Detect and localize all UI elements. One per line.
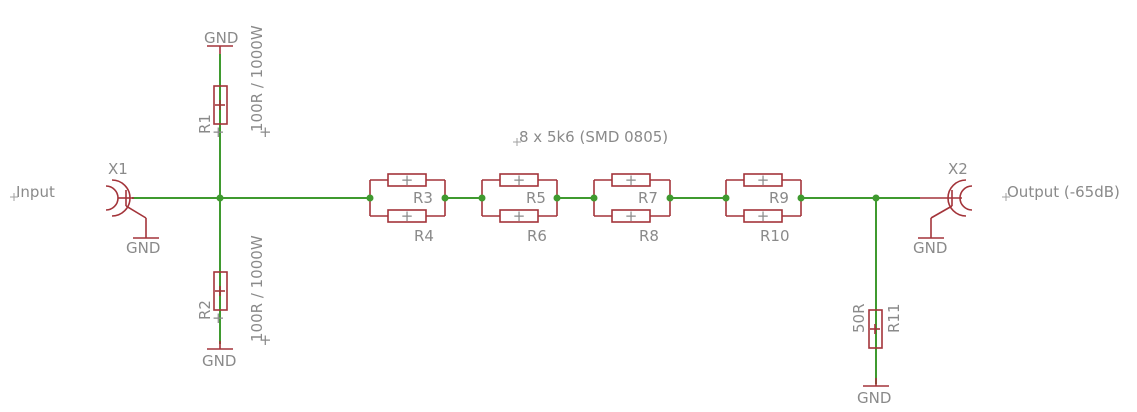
resistor-r2: [213, 271, 228, 311]
r6-ref: R6: [527, 227, 547, 245]
r7-ref: R7: [638, 189, 658, 207]
output-label: Output (-65dB): [1007, 183, 1120, 201]
r5-plus-mark: +: [513, 171, 526, 189]
r2-value-plus-mark: +: [259, 331, 272, 349]
r4-ref: R4: [414, 227, 434, 245]
r2-value: 100R / 1000W: [248, 235, 266, 342]
r3-ref: R3: [413, 189, 433, 207]
r11-value: 50R: [850, 303, 868, 333]
r1-value-plus-mark: +: [259, 123, 272, 141]
r11-ref: R11: [885, 303, 903, 333]
r6-plus-mark: +: [513, 207, 526, 225]
input-label: Input: [16, 183, 55, 201]
connector-x1: [105, 179, 147, 219]
r8-ref: R8: [639, 227, 659, 245]
resistor-r11: [868, 309, 883, 349]
x1-gnd-label: GND: [126, 239, 160, 257]
x2-ref: X2: [948, 160, 968, 178]
r9-ref: R9: [769, 189, 789, 207]
ground-symbols: [133, 45, 944, 387]
r4-plus-mark: +: [401, 207, 414, 225]
r3-plus-mark: +: [401, 171, 414, 189]
r1-value: 100R / 1000W: [248, 25, 266, 132]
series-pair-r5-r6: [481, 173, 558, 223]
r5-ref: R5: [526, 189, 546, 207]
r8-plus-mark: +: [625, 207, 638, 225]
r7-plus-mark: +: [625, 171, 638, 189]
series-pair-r3-r4: [369, 173, 446, 223]
plus-marks: + + + + + + + +: [401, 171, 770, 225]
r11-gnd-label: GND: [857, 389, 891, 407]
r10-plus-mark: +: [757, 207, 770, 225]
r2-gnd-label: GND: [202, 352, 236, 370]
connector-x2: [920, 179, 973, 219]
r1-ref: R1: [196, 114, 214, 134]
r9-plus-mark: +: [757, 171, 770, 189]
r10-ref: R10: [760, 227, 790, 245]
r1-plus-mark: +: [212, 123, 225, 141]
r2-plus-mark: +: [212, 309, 225, 327]
r2-ref: R2: [196, 300, 214, 320]
note-label: 8 x 5k6 (SMD 0805): [519, 128, 668, 146]
r1-gnd-label: GND: [204, 29, 238, 47]
x2-gnd-label: GND: [913, 239, 947, 257]
x1-ref: X1: [108, 160, 128, 178]
origin-marks: [10, 138, 1010, 201]
series-pair-r7-r8: [593, 173, 671, 223]
resistor-r1: [213, 85, 228, 125]
junction-dots: [216, 194, 880, 202]
